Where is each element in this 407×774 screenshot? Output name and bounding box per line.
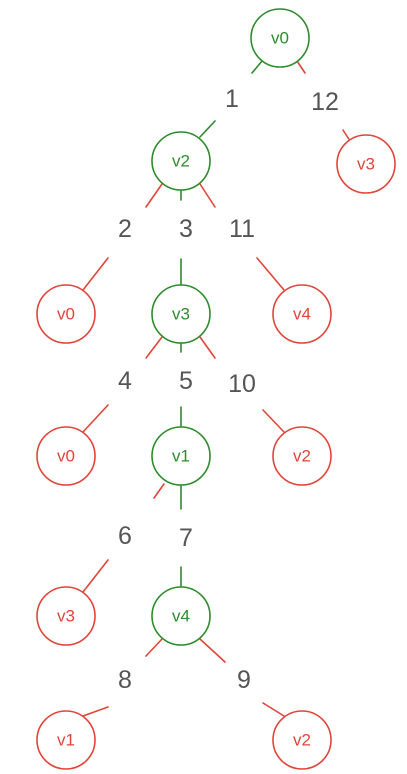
edge-2-segment-2 — [82, 257, 109, 291]
edge-label-1: 1 — [225, 85, 239, 113]
edge-label-9: 9 — [237, 666, 251, 694]
node-circle — [336, 134, 396, 194]
edge-11-segment-2 — [256, 257, 285, 291]
node-circle — [272, 710, 332, 770]
edge-2-segment-1 — [145, 183, 163, 208]
node-label: v0 — [57, 305, 75, 324]
node-label: v0 — [57, 447, 75, 466]
node-n7-v1: v1 — [151, 426, 211, 486]
node-n10-v4: v4 — [151, 586, 211, 646]
edge-6-segment-2 — [82, 559, 109, 593]
node-label: v2 — [293, 731, 311, 750]
node-label: v0 — [271, 29, 289, 48]
edge-1-segment-2 — [199, 120, 216, 138]
node-n5-v4: v4 — [272, 284, 332, 344]
edge-4-segment-1 — [145, 336, 163, 359]
edge-1-segment-1 — [251, 60, 263, 74]
node-n3-v0: v0 — [36, 284, 96, 344]
edge-label-4: 4 — [118, 367, 132, 395]
edge-label-8: 8 — [118, 666, 132, 694]
node-circle — [272, 426, 332, 486]
node-circle — [36, 710, 96, 770]
edge-11-segment-1 — [199, 183, 216, 208]
node-n6-v0: v0 — [36, 426, 96, 486]
edge-9-segment-1 — [199, 638, 226, 663]
node-circle — [36, 586, 96, 646]
edge-label-12: 12 — [311, 88, 339, 116]
edge-label-11: 11 — [229, 215, 255, 243]
edge-label-6: 6 — [118, 522, 132, 550]
node-n0-v0: v0 — [250, 8, 310, 68]
node-label: v3 — [172, 305, 190, 324]
edge-label-3: 3 — [179, 215, 193, 243]
node-n1-v2: v2 — [151, 131, 211, 191]
edge-label-5: 5 — [179, 367, 193, 395]
node-label: v4 — [172, 607, 190, 626]
edge-6-segment-1 — [153, 483, 165, 499]
node-label: v1 — [57, 731, 75, 750]
edge-label-7: 7 — [179, 524, 193, 552]
node-circle — [250, 8, 310, 68]
node-label: v4 — [293, 305, 311, 324]
edge-10-segment-1 — [199, 336, 216, 359]
node-label: v3 — [357, 155, 375, 174]
nodes-layer: v0 v2 v3 v0 v3 v4 v0 v1 v2 v3 v4 v1 v2 — [36, 8, 396, 770]
node-circle — [151, 426, 211, 486]
node-n2-v3: v3 — [336, 134, 396, 194]
node-n9-v3: v3 — [36, 586, 96, 646]
edge-label-10: 10 — [228, 370, 256, 398]
edge-label-2: 2 — [118, 215, 132, 243]
node-label: v2 — [172, 152, 190, 171]
node-n8-v2: v2 — [272, 426, 332, 486]
node-circle — [151, 131, 211, 191]
edge-8-segment-2 — [82, 706, 109, 717]
edge-10-segment-2 — [262, 409, 285, 433]
node-circle — [151, 586, 211, 646]
node-n12-v2: v2 — [272, 710, 332, 770]
edge-12-segment-1 — [296, 60, 306, 74]
edge-4-segment-2 — [82, 404, 109, 433]
node-label: v2 — [293, 447, 311, 466]
node-label: v1 — [172, 447, 190, 466]
edge-8-segment-1 — [145, 638, 163, 657]
edges-layer — [82, 60, 353, 717]
node-circle — [36, 284, 96, 344]
node-label: v3 — [57, 607, 75, 626]
node-circle — [272, 284, 332, 344]
node-n11-v1: v1 — [36, 710, 96, 770]
edge-9-segment-2 — [262, 702, 285, 717]
node-circle — [151, 284, 211, 344]
node-n4-v3: v3 — [151, 284, 211, 344]
node-circle — [36, 426, 96, 486]
